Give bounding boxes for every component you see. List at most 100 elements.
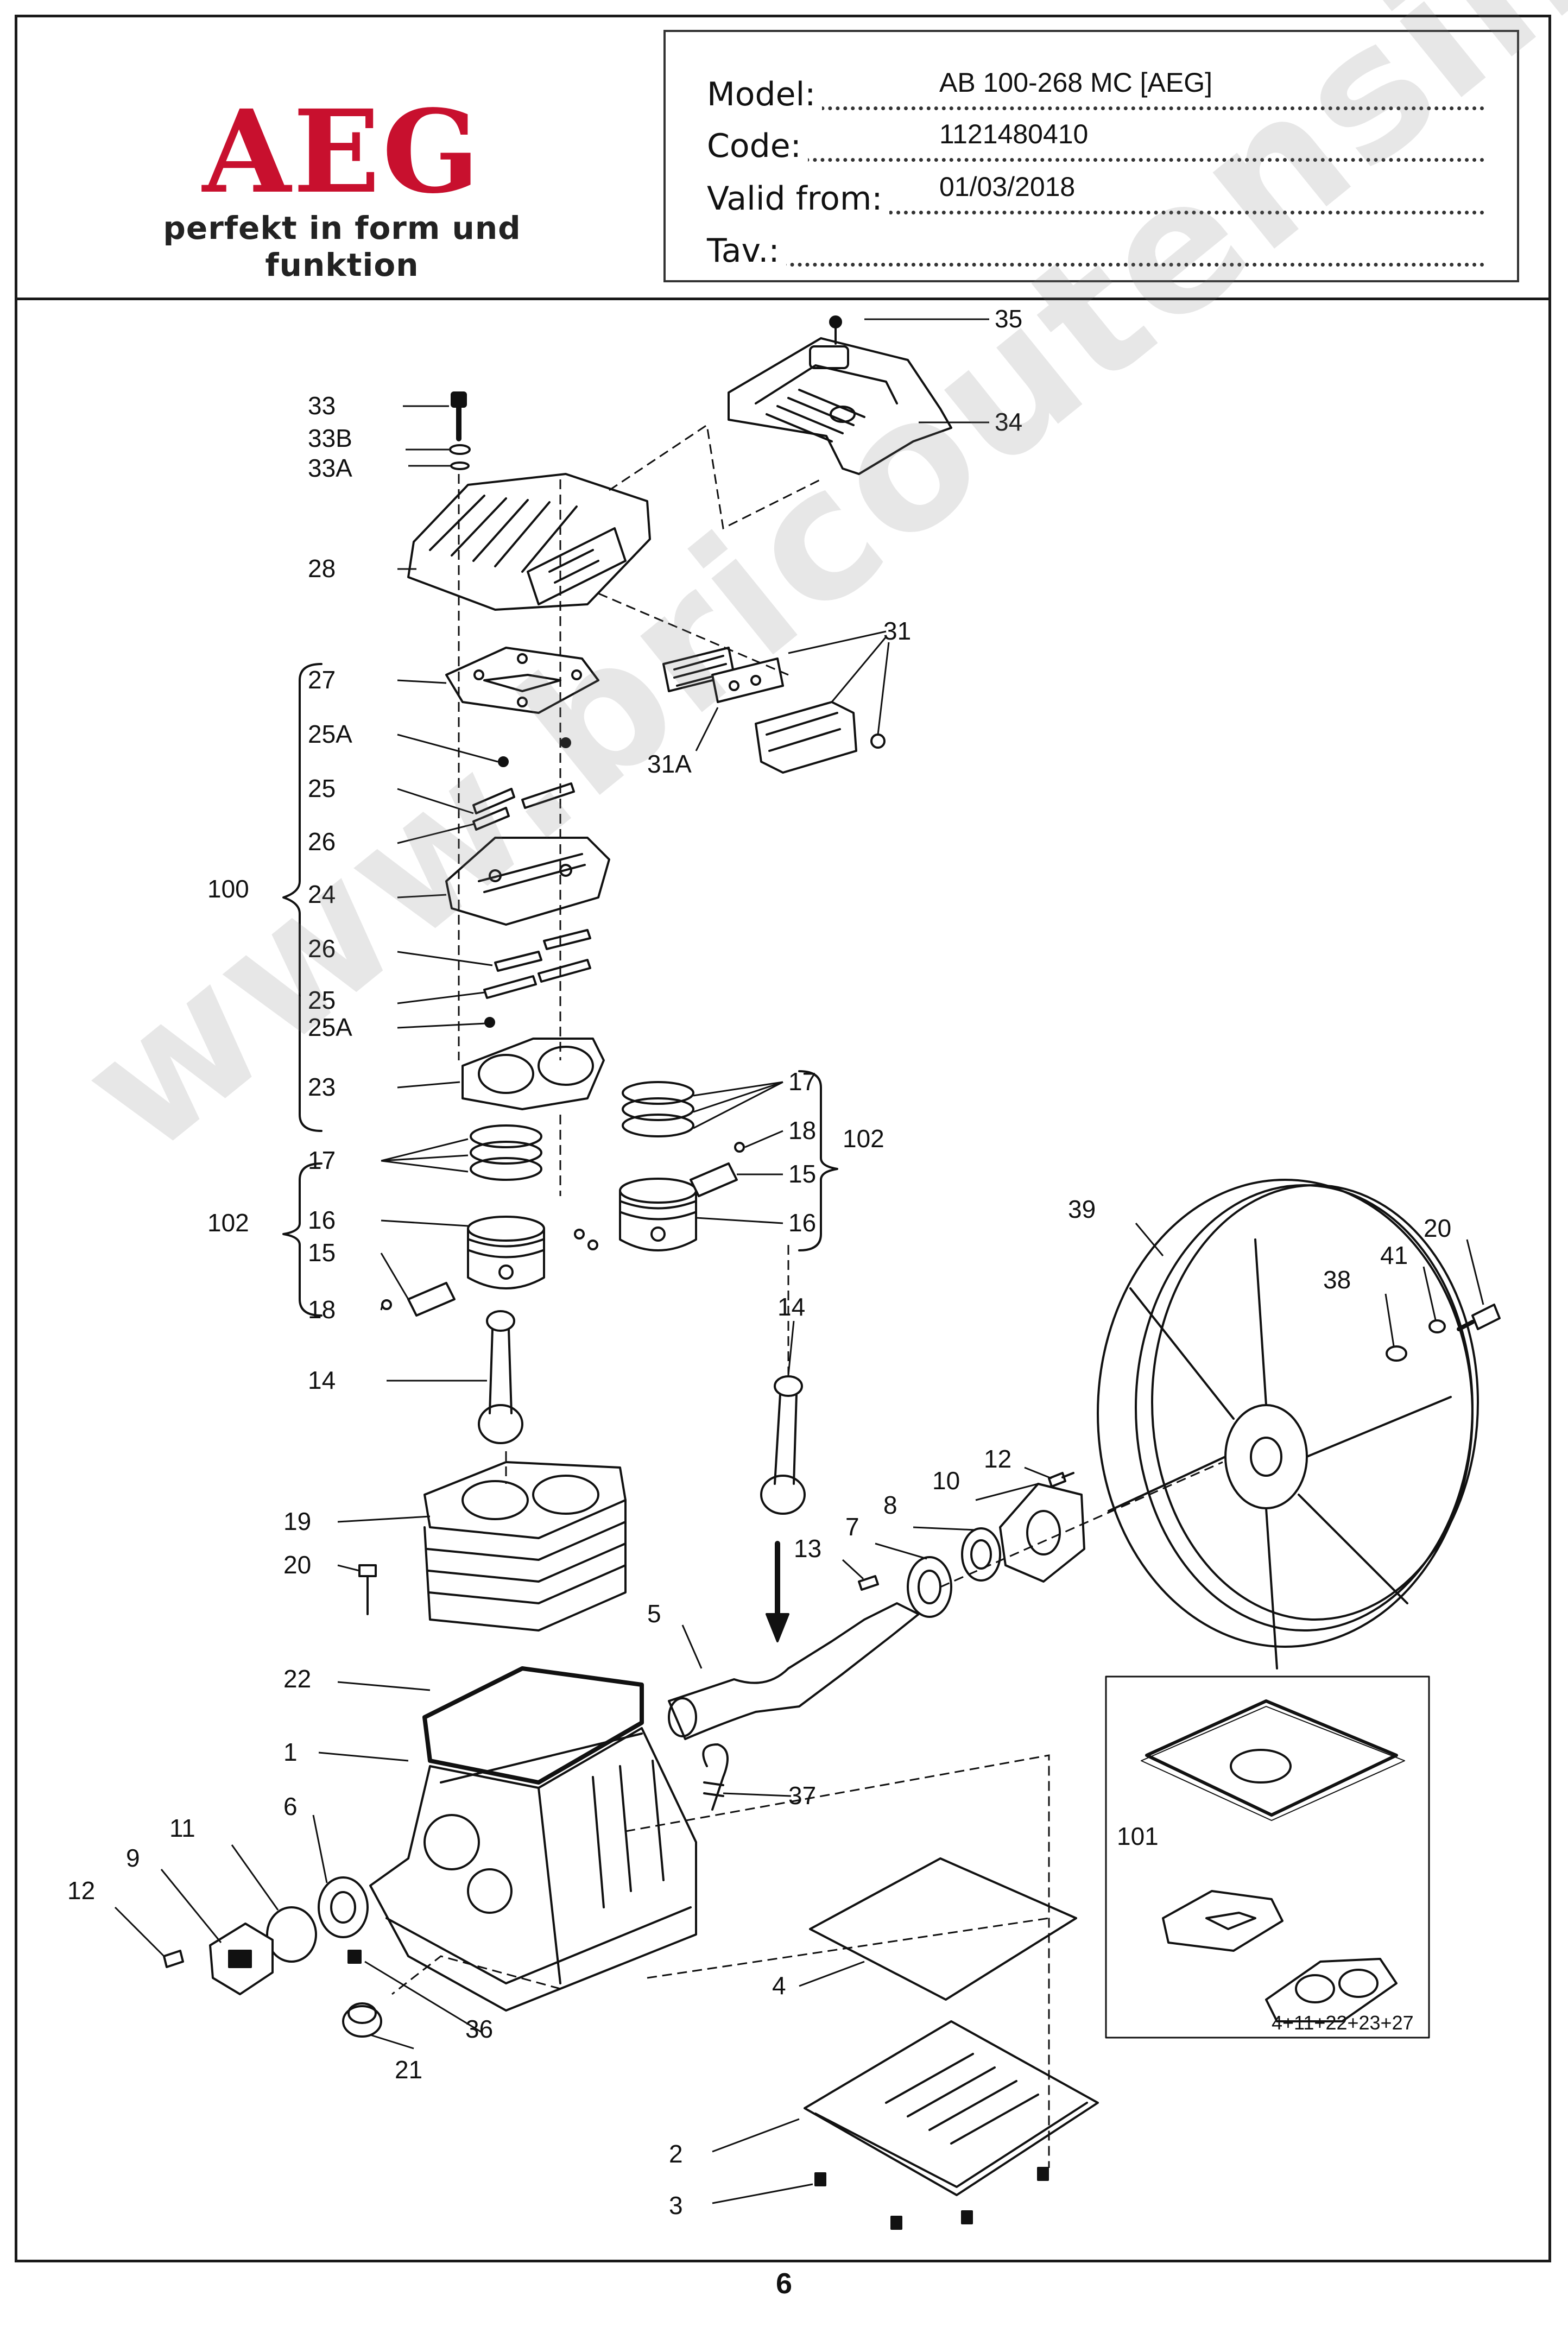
- callout-26-bottom: 26: [308, 934, 336, 963]
- callout-4: 4: [772, 1971, 786, 2000]
- callout-22: 22: [283, 1665, 311, 1693]
- callout-9: 9: [126, 1844, 140, 1872]
- piston-rings-part-17-left: [470, 1124, 542, 1181]
- model-label: Model:: [707, 75, 823, 113]
- bracket-100: [282, 663, 323, 1132]
- callout-102-right: 102: [843, 1124, 884, 1153]
- callout-1: 1: [283, 1738, 298, 1766]
- piston-part-16-left: [467, 1216, 545, 1289]
- callout-18-left: 18: [308, 1295, 336, 1324]
- valid-from-row: Valid from: 01/03/2018: [707, 172, 1484, 223]
- callout-25a-top: 25A: [308, 720, 352, 748]
- valid-from-label: Valid from:: [707, 180, 889, 218]
- header-divider: [15, 298, 1551, 300]
- model-value: AB 100-268 MC [AEG]: [939, 67, 1213, 98]
- callout-31: 31: [883, 617, 911, 645]
- washer-part-38: [1386, 1345, 1407, 1362]
- callout-16-right: 16: [788, 1209, 816, 1237]
- callout-19: 19: [283, 1507, 311, 1535]
- screw-part-12-left: [163, 1950, 184, 1968]
- cover-part-9: [209, 1923, 274, 1995]
- callout-10: 10: [932, 1466, 960, 1495]
- callout-25-bottom: 25: [308, 986, 336, 1014]
- callout-38: 38: [1323, 1266, 1351, 1294]
- callout-8: 8: [883, 1491, 897, 1519]
- bracket-102-left: [282, 1162, 323, 1317]
- callout-20-right: 20: [1424, 1214, 1451, 1242]
- oring-part-11: [266, 1906, 317, 1963]
- callout-11: 11: [169, 1814, 195, 1842]
- callout-14-right: 14: [777, 1293, 805, 1321]
- callout-101: 101: [1117, 1822, 1159, 1850]
- callout-28: 28: [308, 554, 336, 583]
- callout-25-top: 25: [308, 774, 336, 802]
- aeg-logo: AEG perfekt in form und funktion: [92, 85, 592, 284]
- tav-row: Tav.:: [707, 226, 1484, 275]
- callout-14-left: 14: [308, 1366, 336, 1394]
- connecting-rod-part-14-left: [478, 1310, 523, 1444]
- piston-pin-part-15-left: [407, 1282, 456, 1317]
- callout-labels: 35 34 33 33B 33A 28 31 31A 27 25A 25 26 …: [67, 305, 1451, 2219]
- callout-16-left: 16: [308, 1206, 336, 1234]
- code-row: Code: 1121480410: [707, 119, 1484, 170]
- connecting-rod-part-14-right: [760, 1375, 806, 1515]
- screws-part-25a-top: [498, 737, 571, 767]
- callout-13: 13: [794, 1534, 821, 1563]
- kit-contents-note: 4+11+22+23+27: [1272, 2012, 1414, 2034]
- screws-part-25a-bottom: [484, 1017, 495, 1028]
- screw-part-35: [829, 315, 842, 345]
- screw-part-12-right: [1048, 1472, 1074, 1488]
- callout-24: 24: [308, 880, 336, 908]
- callout-33b: 33B: [308, 424, 352, 452]
- bottom-cover-part-2: [804, 2020, 1099, 2196]
- oil-seal-part-8: [961, 1527, 1001, 1582]
- callout-33: 33: [308, 391, 336, 420]
- washer-part-33b: [449, 444, 471, 455]
- reed-valves-part-25-26-bottom: [483, 929, 591, 999]
- valve-parts-31: [662, 647, 886, 774]
- assembly-guides: [391, 423, 1223, 2168]
- callout-23: 23: [308, 1073, 336, 1101]
- code-label: Code:: [707, 127, 808, 165]
- bolt-part-33: [451, 391, 467, 441]
- callout-17-right: 17: [788, 1067, 816, 1096]
- cylinder-head-part-28: [407, 473, 651, 611]
- key-part-13: [858, 1575, 879, 1591]
- callout-26-top: 26: [308, 827, 336, 856]
- breather-part-37: [702, 1743, 729, 1811]
- exploded-parts-diagram: 35 34 33 33B 33A 28 31 31A 27 25A 25 26 …: [67, 305, 1501, 2230]
- cover-part-34: [728, 337, 952, 475]
- bearing-part-6: [318, 1876, 369, 1938]
- callout-15-right: 15: [788, 1160, 816, 1188]
- callout-31a: 31A: [647, 750, 692, 778]
- gasket-part-23: [461, 1038, 605, 1110]
- model-row: Model: AB 100-268 MC [AEG]: [707, 67, 1484, 119]
- bracket-102-right: [798, 1070, 838, 1251]
- callout-2: 2: [669, 2140, 683, 2168]
- logo-brand: AEG: [202, 85, 482, 219]
- page-number: 6: [775, 2267, 793, 2300]
- callout-41: 41: [1380, 1241, 1408, 1269]
- valid-from-value: 01/03/2018: [939, 172, 1076, 202]
- callout-21: 21: [395, 2056, 422, 2084]
- piston-pin-part-15-right: [690, 1162, 738, 1197]
- pulley-part-39: [1097, 1179, 1479, 1670]
- callout-35: 35: [995, 305, 1022, 333]
- callout-27: 27: [308, 666, 336, 694]
- callout-12-right: 12: [984, 1445, 1011, 1473]
- callout-36: 36: [465, 2015, 493, 2043]
- callout-5: 5: [647, 1599, 661, 1628]
- callout-17-left: 17: [308, 1146, 336, 1174]
- callout-6: 6: [283, 1792, 298, 1820]
- plug-part-21: [342, 2002, 382, 2038]
- screws-part-3: [814, 2167, 1049, 2230]
- screw-part-20-left: [358, 1564, 377, 1615]
- callout-39: 39: [1068, 1195, 1096, 1223]
- page-frame: [15, 15, 1551, 2262]
- callout-102-left: 102: [207, 1209, 249, 1237]
- logo-tagline: perfekt in form und funktion: [163, 210, 521, 283]
- callout-7: 7: [845, 1513, 859, 1541]
- crankshaft-part-5: [668, 1602, 920, 1740]
- callout-20-left: 20: [283, 1551, 311, 1579]
- leader-lines: [114, 318, 1484, 2204]
